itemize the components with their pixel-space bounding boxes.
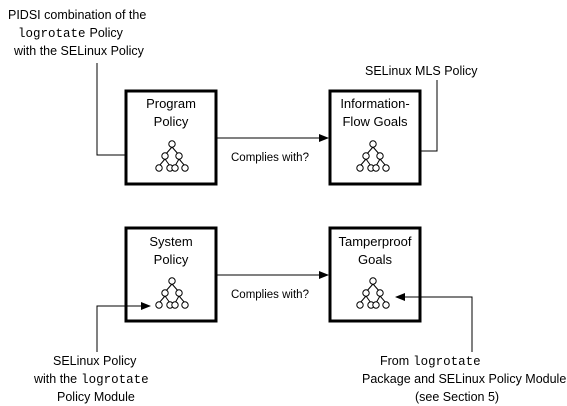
- bottom-left-annotation-code: logrotate: [81, 373, 149, 387]
- bottom-left-annotation: SELinux Policy with the logrotate Policy …: [33, 354, 149, 404]
- top-annotation-code: logrotate: [18, 27, 86, 41]
- program-policy-line1: Program: [146, 96, 196, 111]
- info-flow-goals-line1: Information-: [340, 96, 409, 111]
- top-annotation: PIDSI combination of the logrotate Policy…: [8, 8, 146, 58]
- top-complies-label: Complies with?: [231, 152, 309, 164]
- info-flow-goals-line2: Flow Goals: [342, 114, 408, 129]
- bottom-right-annotation-line2: Package and SELinux Policy Module: [362, 372, 566, 386]
- bottom-right-annotation: From logrotate Package and SELinux Policy…: [362, 354, 566, 404]
- bottom-left-annotation-line2: with the logrotate: [33, 372, 149, 387]
- system-policy-box: System Policy: [124, 226, 218, 323]
- bottom-right-annotation-line1: From logrotate: [380, 354, 481, 369]
- tamperproof-goals-box: Tamperproof Goals: [328, 226, 422, 323]
- mls-annotation: SELinux MLS Policy: [365, 64, 478, 78]
- bottom-left-annotation-line2-pre: with the: [33, 372, 77, 386]
- bottom-right-annotation-line3: (see Section 5): [415, 390, 499, 404]
- bottom-right-annotation-leader: [395, 293, 473, 352]
- bottom-left-annotation-line3: Policy Module: [57, 390, 135, 404]
- program-policy-box: Program Policy: [124, 89, 218, 186]
- bottom-complies-label: Complies with?: [231, 289, 309, 301]
- top-annotation-line1: PIDSI combination of the: [8, 8, 146, 22]
- top-annotation-line3: with the SELinux Policy: [13, 44, 145, 58]
- bottom-right-annotation-code: logrotate: [413, 355, 481, 369]
- bottom-right-annotation-line1-pre: From: [380, 354, 409, 368]
- tamperproof-goals-line2: Goals: [358, 252, 392, 267]
- bottom-left-annotation-line1: SELinux Policy: [53, 354, 137, 368]
- top-annotation-line2-rest: Policy: [90, 26, 124, 40]
- program-policy-line2: Policy: [154, 114, 189, 129]
- system-policy-line2: Policy: [154, 252, 189, 267]
- info-flow-goals-box: Information- Flow Goals: [328, 89, 422, 186]
- tamperproof-goals-line1: Tamperproof: [339, 234, 412, 249]
- top-annotation-line2: logrotate Policy: [18, 26, 124, 41]
- system-policy-line1: System: [149, 234, 192, 249]
- bottom-left-annotation-leader: [96, 302, 151, 352]
